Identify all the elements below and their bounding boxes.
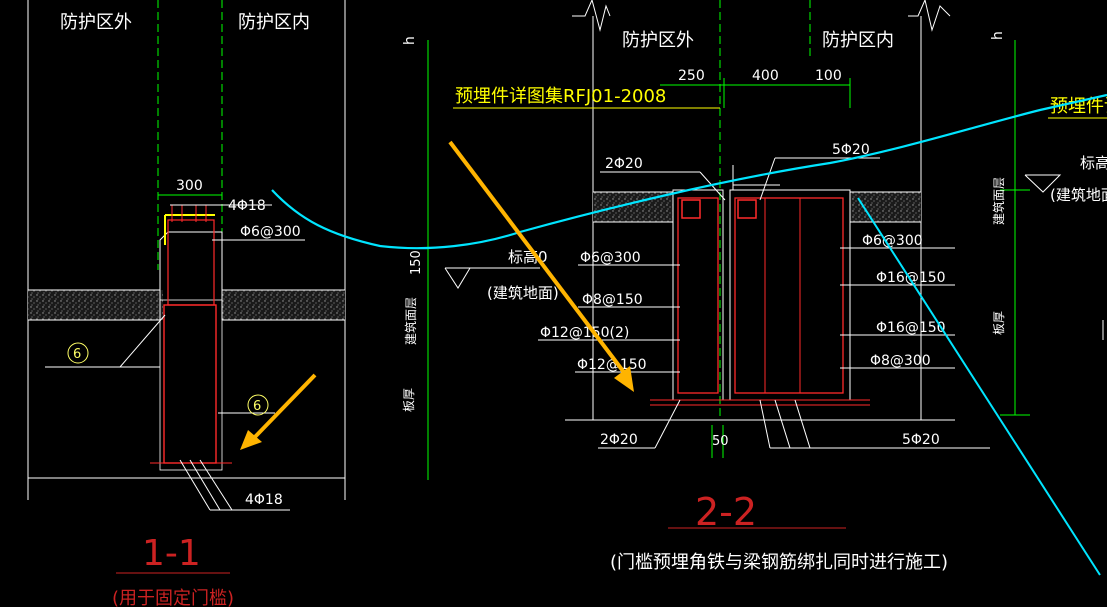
floor-finish-left <box>28 290 163 320</box>
section-2-2: 防护区外 防护区内 h 250 400 100 预埋件详图集RFJ01-2008 <box>402 0 1030 573</box>
rebar-right-1: Φ6@300 <box>862 233 923 249</box>
cyan-markup-curve <box>271 93 1107 250</box>
zone-inside-label: 防护区内 <box>238 12 310 33</box>
beam-body-right <box>729 189 851 401</box>
top-stirrup <box>167 219 215 306</box>
elevation-symbol <box>1024 174 1062 193</box>
top-rebar-label: 4Φ18 <box>228 198 266 214</box>
dimension-300: 300 <box>176 178 203 194</box>
rebar-cage-right <box>734 197 844 394</box>
floor-finish-right <box>850 192 921 222</box>
bottom-rebar-label: 4Φ18 <box>245 492 283 508</box>
markup-annotations <box>240 93 1107 576</box>
rebar-right-4: Φ8@300 <box>870 353 931 369</box>
floor-finish-label: 建筑面层 <box>991 177 1006 225</box>
elevation-note-partial: (建筑地面 <box>1050 186 1107 204</box>
elevation-mark: 标高0 <box>508 248 548 266</box>
dimension-100: 100 <box>815 68 842 84</box>
tag-6-a: 6 <box>73 347 81 362</box>
leader-line <box>759 399 771 449</box>
zone-inside-label: 防护区内 <box>822 30 894 51</box>
rebar-left-2: Φ8@150 <box>582 292 643 308</box>
leader-line <box>179 459 211 511</box>
h-mark: h <box>402 36 418 45</box>
elevation-note: (建筑地面) <box>487 284 559 302</box>
beam-body <box>159 299 223 471</box>
beam-body-left <box>672 189 724 401</box>
rebar-right-2: Φ16@150 <box>876 270 946 286</box>
rebar-bottom-left: 2Φ20 <box>600 432 638 448</box>
tag-6-b: 6 <box>253 399 261 414</box>
leader-line <box>794 399 811 449</box>
elevation-symbol <box>444 267 471 289</box>
cyan-markup-line <box>857 197 1101 576</box>
threshold-beam-outline <box>159 231 223 320</box>
rebar-cage <box>163 304 217 464</box>
rebar-left-1: Φ6@300 <box>580 250 641 266</box>
angle-iron-left <box>681 199 701 219</box>
dimension-400: 400 <box>752 68 779 84</box>
slab-label: 板厚 <box>402 388 416 412</box>
rebar-right-3: Φ16@150 <box>876 320 946 336</box>
section-subtitle-2-2: (门槛预埋角铁与梁钢筋绑扎同时进行施工) <box>610 552 948 573</box>
dimension-250: 250 <box>678 68 705 84</box>
orange-arrow-head <box>614 366 634 392</box>
leader-line <box>759 157 776 201</box>
orange-arrow-shaft <box>250 373 317 442</box>
orange-arrow-head <box>240 430 262 450</box>
floor-finish-label: 建筑面层 <box>403 297 418 345</box>
floor-finish-right <box>222 290 345 320</box>
section-title-2-2: 2-2 <box>695 490 757 534</box>
rebar-top-right: 5Φ20 <box>832 142 870 158</box>
stirrup-label: Φ6@300 <box>240 224 301 240</box>
leader-line <box>199 459 233 511</box>
leader-line <box>189 459 221 511</box>
zone-outside-label: 防护区外 <box>60 12 132 33</box>
leader-line <box>774 399 791 449</box>
break-line <box>908 0 951 32</box>
section-title-1-1: 1-1 <box>142 533 201 574</box>
embedded-note-partial: 预埋件详 <box>1050 96 1107 117</box>
embedded-note: 预埋件详图集RFJ01-2008 <box>455 86 666 107</box>
leader-line <box>699 171 726 201</box>
section-subtitle-1-1: (用于固定门槛) <box>112 588 234 607</box>
leader-line <box>119 314 166 368</box>
right-partial-section: h 预埋件详 标高 (建筑地面 <box>990 31 1107 340</box>
elevation-mark-partial: 标高 <box>1080 154 1107 172</box>
rebar-bottom-right: 5Φ20 <box>902 432 940 448</box>
rebar-top-left: 2Φ20 <box>605 156 643 172</box>
orange-arrow-shaft <box>448 140 628 377</box>
break-line <box>572 0 611 32</box>
zone-outside-label: 防护区外 <box>622 30 694 51</box>
rebar-cage-left <box>677 197 719 394</box>
tag-circle <box>67 342 89 364</box>
angle-iron-right <box>737 199 757 219</box>
tag-circle <box>247 394 269 416</box>
dimension-150: 150 <box>409 250 424 275</box>
leader-line <box>654 399 681 449</box>
section-1-1: 防护区外 防护区内 300 4Φ18 Φ6 <box>27 0 559 607</box>
dimension-50: 50 <box>712 434 729 449</box>
slab-label: 板厚 <box>992 311 1006 335</box>
rebar-left-3: Φ12@150(2) <box>540 325 629 341</box>
h-mark: h <box>990 31 1006 40</box>
